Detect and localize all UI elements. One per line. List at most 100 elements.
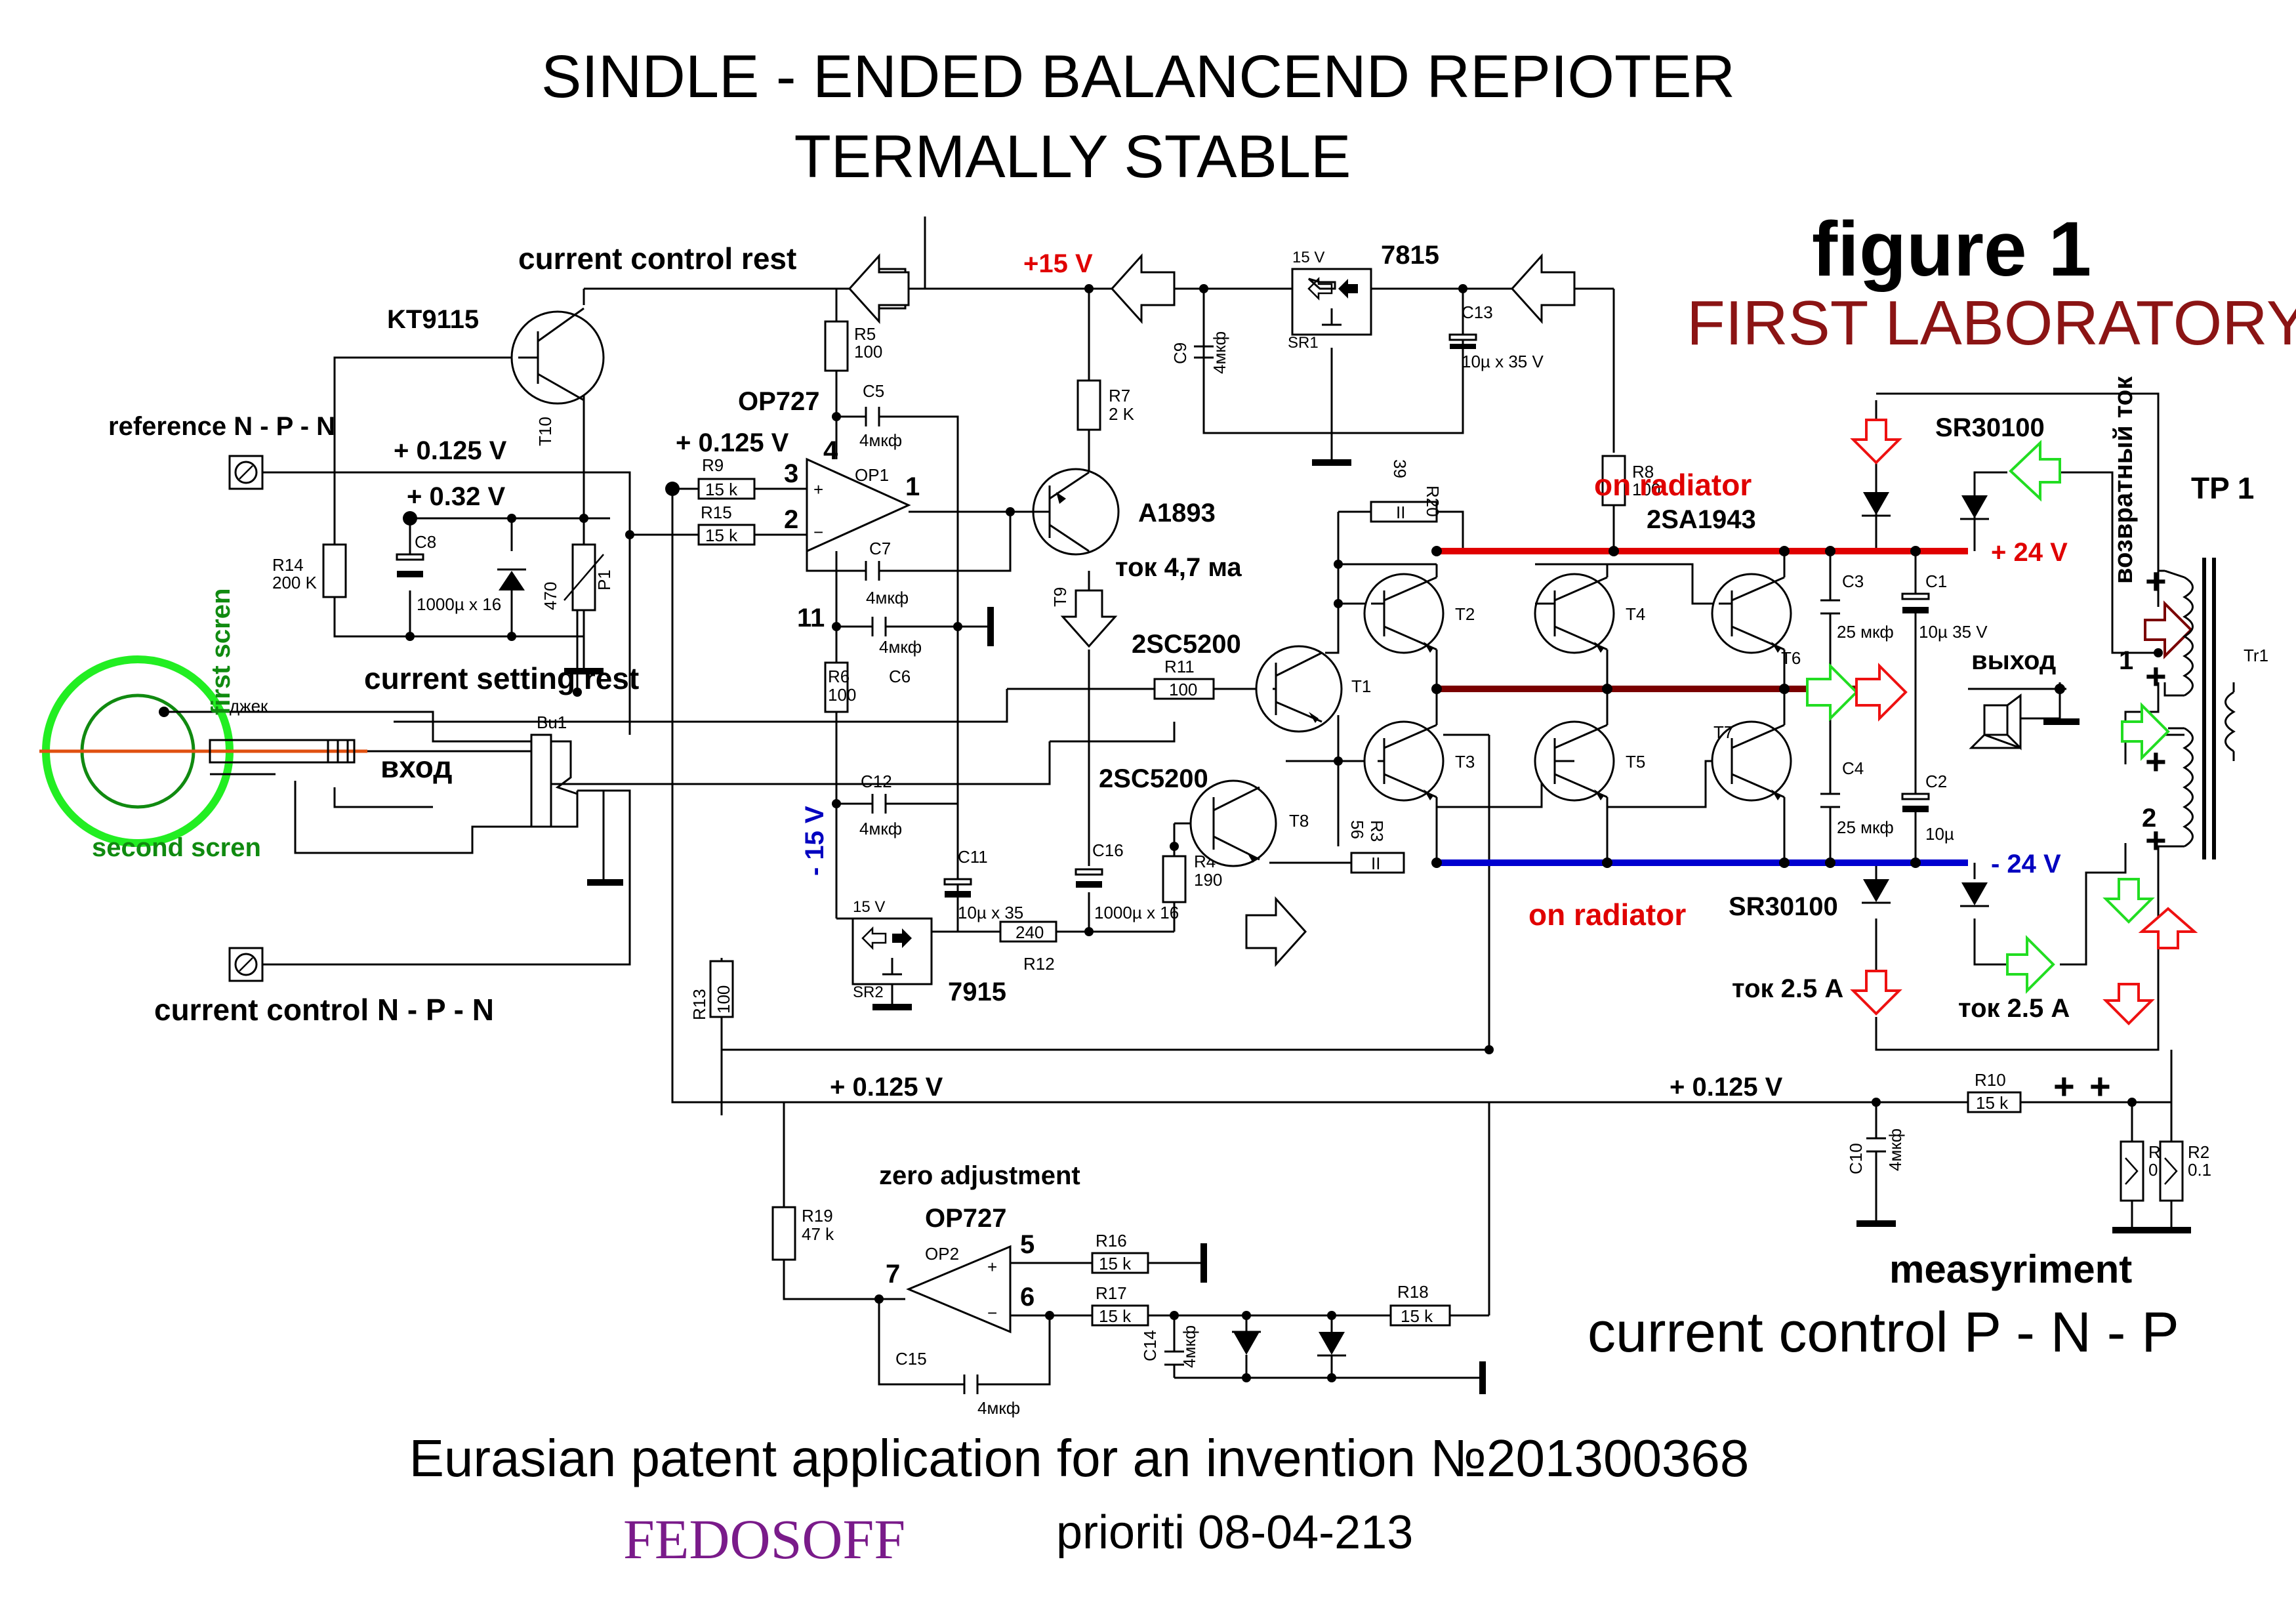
svg-text:R17: R17: [1096, 1283, 1127, 1303]
flow-arrows: [848, 253, 1576, 967]
ground-symbols: [564, 459, 2191, 1394]
svg-text:C15: C15: [895, 1349, 927, 1369]
svg-text:KT9115: KT9115: [387, 305, 479, 334]
svg-text:R7: R7: [1109, 386, 1130, 405]
resistor-R12: [999, 920, 1057, 943]
svg-text:Bu1: Bu1: [537, 713, 567, 732]
svg-text:4мкф: 4мкф: [977, 1398, 1020, 1418]
svg-text:джек: джек: [230, 696, 268, 716]
bu1-connector: Bu1: [530, 713, 579, 828]
svg-text:190: 190: [1194, 870, 1222, 890]
svg-text:100: 100: [828, 685, 856, 705]
svg-text:C7: C7: [869, 539, 891, 558]
svg-text:4мкф: 4мкф: [1210, 331, 1229, 374]
svg-text:R2: R2: [2188, 1142, 2209, 1162]
svg-text:1000µ x 16: 1000µ x 16: [1094, 903, 1179, 922]
svg-text:SR30100: SR30100: [1935, 413, 2045, 442]
svg-text:2SA1943: 2SA1943: [1647, 505, 1756, 534]
svg-text:measyriment: measyriment: [1889, 1247, 2132, 1291]
svg-text:39: 39: [1390, 459, 1410, 478]
svg-text:reference N - P - N: reference N - P - N: [108, 412, 335, 441]
title-line-2: TERMALLY STABLE: [794, 123, 1351, 190]
svg-text:2 K: 2 K: [1109, 404, 1135, 424]
svg-text:+ 0.125 V: + 0.125 V: [1670, 1073, 1783, 1102]
svg-text:on radiator: on radiator: [1528, 898, 1686, 932]
svg-text:C12: C12: [861, 772, 892, 791]
svg-text:+: +: [813, 480, 823, 499]
svg-text:OP727: OP727: [925, 1204, 1007, 1233]
svg-text:T5: T5: [1626, 752, 1645, 772]
svg-text:OP2: OP2: [925, 1244, 959, 1264]
transistors: T10 T9 T1 T8 T2: [510, 307, 1801, 867]
svg-text:+15 V: +15 V: [1023, 249, 1093, 278]
svg-text:15 k: 15 k: [705, 526, 738, 545]
svg-text:R15: R15: [701, 503, 732, 522]
resistor-R4: [1162, 855, 1187, 903]
svg-text:C2: C2: [1925, 772, 1947, 791]
svg-text:C9: C9: [1170, 342, 1190, 364]
regulators: 15 V SR1 15 V SR2: [851, 249, 1515, 1001]
svg-text:7915: 7915: [948, 978, 1006, 1006]
svg-text:T1: T1: [1351, 676, 1371, 696]
svg-text:T2: T2: [1455, 604, 1475, 624]
svg-text:R16: R16: [1096, 1231, 1127, 1250]
svg-text:15 V: 15 V: [1292, 249, 1324, 266]
transistor-T1: [1255, 645, 1343, 733]
svg-text:100: 100: [1632, 480, 1660, 499]
diodes: [497, 459, 1989, 1357]
priority-line: prioriti 08-04-213: [1056, 1506, 1413, 1559]
svg-text:- 24 V: - 24 V: [1991, 850, 2061, 878]
svg-text:zero adjustment: zero adjustment: [879, 1161, 1080, 1190]
svg-text:+: +: [2145, 655, 2167, 697]
svg-text:first scren: first scren: [207, 589, 236, 715]
svg-text:100: 100: [714, 985, 733, 1014]
title-line-1: SINDLE - ENDED BALANCEND REPIOTER: [541, 43, 1735, 110]
resistor-R20: [1370, 501, 1438, 523]
svg-text:10µ x 35 V: 10µ x 35 V: [1462, 352, 1544, 371]
author-name: FEDOSOFF: [623, 1508, 905, 1571]
svg-text:current control rest: current control rest: [518, 241, 796, 276]
annotation-labels: current control rest KT9115 reference N …: [92, 241, 2254, 1364]
svg-text:R11: R11: [1164, 657, 1195, 676]
resistors: R5 100 R6 100 R7 2 K R8 100 R9 15 k R15 …: [272, 320, 2211, 1327]
speaker-icon: [1969, 693, 2060, 751]
svg-text:1: 1: [2119, 646, 2133, 675]
svg-text:T9: T9: [1050, 587, 1070, 607]
svg-text:current control P - N - P: current control P - N - P: [1588, 1301, 2179, 1364]
svg-text:7815: 7815: [1381, 241, 1439, 270]
svg-text:C11: C11: [958, 847, 988, 867]
op-amp-OP2: [906, 1245, 1012, 1334]
svg-text:100: 100: [1169, 680, 1197, 699]
svg-text:current control N - P - N: current control N - P - N: [154, 993, 494, 1027]
svg-text:1: 1: [905, 472, 920, 501]
svg-text:R13: R13: [689, 989, 709, 1020]
resistor-R11: [1153, 678, 1215, 700]
svg-text:- 15 V: - 15 V: [800, 806, 829, 876]
resistor-R19: [771, 1206, 796, 1261]
svg-text:R5: R5: [854, 324, 876, 344]
svg-text:T8: T8: [1289, 811, 1309, 831]
svg-text:R6: R6: [828, 667, 850, 686]
svg-text:100: 100: [854, 342, 882, 362]
svg-text:470: 470: [541, 582, 560, 610]
svg-text:0.1: 0.1: [2188, 1160, 2211, 1180]
figure-label: figure 1: [1812, 206, 2091, 293]
svg-text:+: +: [2053, 1065, 2075, 1107]
svg-text:TP 1: TP 1: [2191, 471, 2254, 505]
transistor-T8: [1189, 779, 1277, 867]
svg-text:C5: C5: [863, 381, 884, 401]
resistor-R1: [2120, 1140, 2144, 1202]
op-amp-OP1: [806, 457, 911, 553]
svg-text:+: +: [2089, 1065, 2111, 1107]
svg-text:−: −: [813, 522, 823, 542]
junctions: [403, 284, 2163, 1382]
svg-text:15 k: 15 k: [705, 480, 738, 499]
patent-line: Eurasian patent application for an inven…: [409, 1429, 1750, 1487]
svg-text:R20: R20: [1423, 486, 1443, 517]
svg-text:R12: R12: [1023, 954, 1055, 974]
resistor-R15: [697, 524, 756, 546]
svg-text:возвратный ток: возвратный ток: [2109, 376, 2138, 584]
svg-text:+ 24 V: + 24 V: [1991, 538, 2068, 567]
svg-text:4мкф: 4мкф: [859, 430, 902, 450]
svg-text:SR2: SR2: [853, 983, 884, 1001]
